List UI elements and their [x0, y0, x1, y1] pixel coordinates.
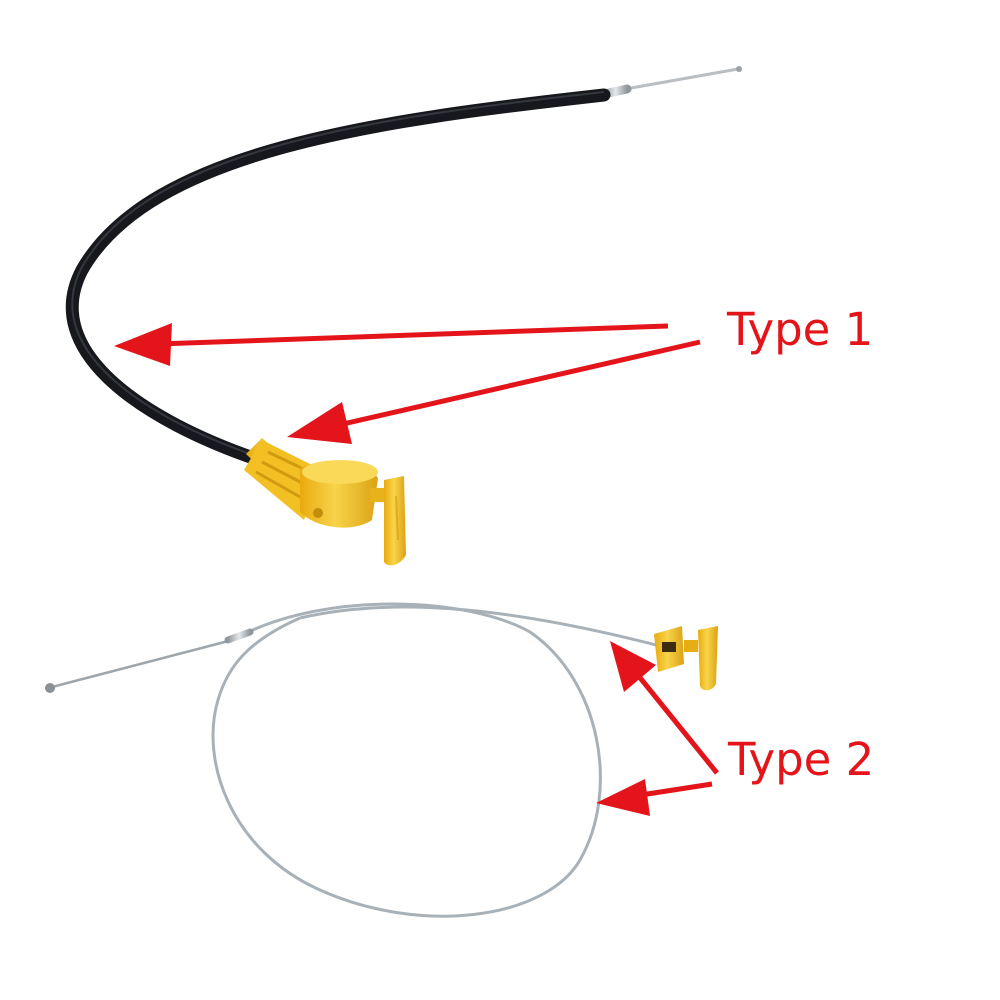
type2-label: Type 2: [728, 733, 875, 786]
type1-sheath: [65, 88, 611, 468]
type2-wire-end: [45, 683, 55, 693]
type1-label: Type 1: [727, 303, 874, 356]
type2-arrowhead-upper: [610, 641, 656, 692]
type2-inner-wire: [51, 636, 241, 689]
type2-loop: [211, 602, 602, 918]
type1-arrowhead-lower: [287, 402, 352, 444]
type1-yellow-handle: [244, 438, 406, 566]
type2-arrows: [596, 641, 719, 816]
type1-inner-wire: [619, 67, 739, 92]
type1-arrows: [114, 323, 701, 444]
type1-arrowhead-upper: [114, 323, 172, 366]
type1-cable: [65, 66, 742, 468]
type2-cable: [45, 602, 661, 918]
type1-wire-end: [736, 66, 742, 72]
type2-yellow-handle: [654, 626, 718, 691]
type2-arrowhead-lower: [596, 779, 650, 816]
